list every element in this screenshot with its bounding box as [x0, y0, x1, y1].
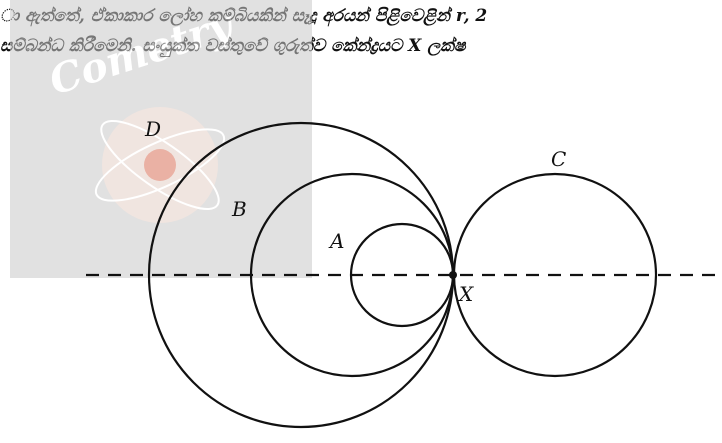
label-b: B: [231, 197, 247, 221]
watermark-orbit-2: [100, 119, 220, 211]
point-x: [449, 271, 457, 279]
label-x: X: [457, 282, 474, 306]
label-d: D: [144, 117, 161, 141]
label-c: C: [551, 147, 566, 171]
label-a: A: [328, 229, 344, 253]
watermark-nucleus: [144, 149, 176, 181]
watermark-orbit-1: [94, 128, 226, 202]
